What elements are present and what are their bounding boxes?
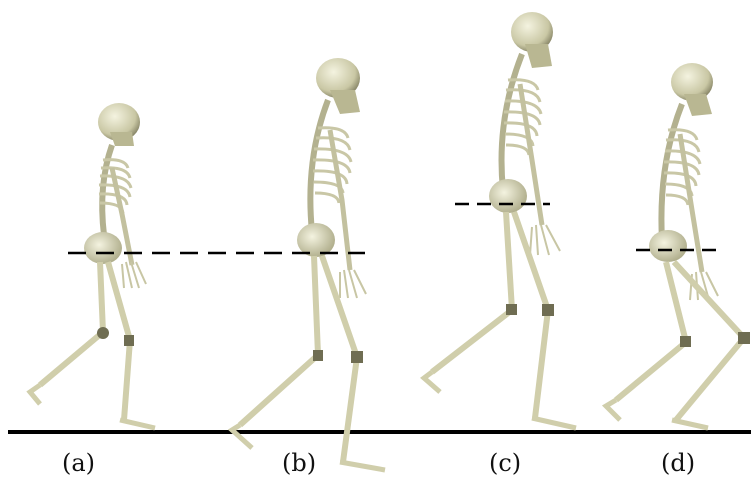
leg-trailing xyxy=(432,212,512,372)
skeleton-b xyxy=(232,58,385,470)
pelvis xyxy=(489,179,527,213)
panel-label-c: (c) xyxy=(489,449,521,477)
pelvis xyxy=(649,230,687,262)
skeleton-c xyxy=(424,12,576,428)
skeleton-a xyxy=(30,103,155,428)
panel-label-b: (b) xyxy=(282,449,316,477)
pelvis xyxy=(84,232,122,264)
panel-label-a: (a) xyxy=(62,449,95,477)
leg-trailing xyxy=(240,256,318,425)
leg-trailing xyxy=(616,262,686,400)
leg-trailing xyxy=(40,262,103,385)
spine xyxy=(310,100,328,232)
panel-label-d: (d) xyxy=(661,449,695,477)
skeleton-d xyxy=(606,63,750,428)
